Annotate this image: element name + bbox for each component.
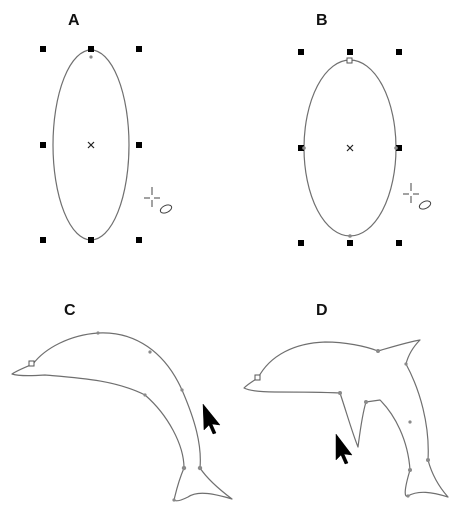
panel-c-label: C — [64, 302, 76, 319]
panel-b: B — [298, 12, 432, 246]
panel-a: A — [40, 12, 173, 243]
panel-c-dolphin-outline — [12, 333, 232, 501]
handle-square-icon[interactable] — [298, 240, 304, 246]
node-dot-icon — [143, 393, 146, 396]
handle-square-icon[interactable] — [136, 237, 142, 243]
node-dot-icon — [404, 362, 407, 365]
node-dot-icon — [406, 494, 409, 497]
handle-square-icon[interactable] — [396, 240, 402, 246]
panel-b-label: B — [316, 12, 328, 29]
ellipse-tool-cursor-icon — [144, 187, 173, 215]
node-dot-icon — [198, 466, 202, 470]
handle-square-icon[interactable] — [40, 237, 46, 243]
node-dot-icon — [408, 420, 411, 423]
node-dot-icon — [408, 468, 412, 472]
handle-square-icon[interactable] — [347, 240, 353, 246]
node-dot-icon — [172, 498, 175, 501]
handle-square-icon[interactable] — [396, 49, 402, 55]
node-dot-icon — [148, 350, 151, 353]
panel-d-dolphin-outline — [244, 340, 448, 497]
node-dot-icon — [302, 146, 306, 150]
handle-square-icon[interactable] — [88, 46, 94, 52]
node-dot-icon — [364, 400, 368, 404]
center-x-icon — [88, 142, 94, 148]
node-dot-icon — [180, 388, 183, 391]
panel-a-label: A — [68, 12, 80, 29]
ellipse-tool-cursor-icon — [403, 183, 432, 211]
handle-square-icon[interactable] — [40, 46, 46, 52]
start-node-icon — [347, 58, 352, 63]
handle-square-icon[interactable] — [40, 142, 46, 148]
handle-square-icon[interactable] — [298, 49, 304, 55]
handle-square-icon[interactable] — [347, 49, 353, 55]
node-dot-icon — [394, 146, 398, 150]
node-dot-icon — [426, 458, 430, 462]
node-dot-icon — [348, 234, 352, 238]
node-dot-icon — [182, 466, 186, 470]
panel-d-label: D — [316, 302, 328, 319]
handle-square-icon[interactable] — [136, 142, 142, 148]
start-node-icon — [29, 361, 34, 366]
arrow-pointer-cursor-icon — [336, 434, 352, 464]
center-x-icon — [347, 145, 353, 151]
start-node-icon — [255, 375, 260, 380]
arrow-pointer-cursor-icon — [203, 404, 220, 434]
panel-d: D — [244, 302, 448, 498]
node-dot-icon — [89, 55, 92, 58]
handle-square-icon[interactable] — [88, 237, 94, 243]
panel-c: C — [12, 302, 232, 502]
node-dot-icon — [338, 391, 342, 395]
node-dot-icon — [376, 349, 380, 353]
node-dot-icon — [96, 331, 99, 334]
handle-square-icon[interactable] — [136, 46, 142, 52]
